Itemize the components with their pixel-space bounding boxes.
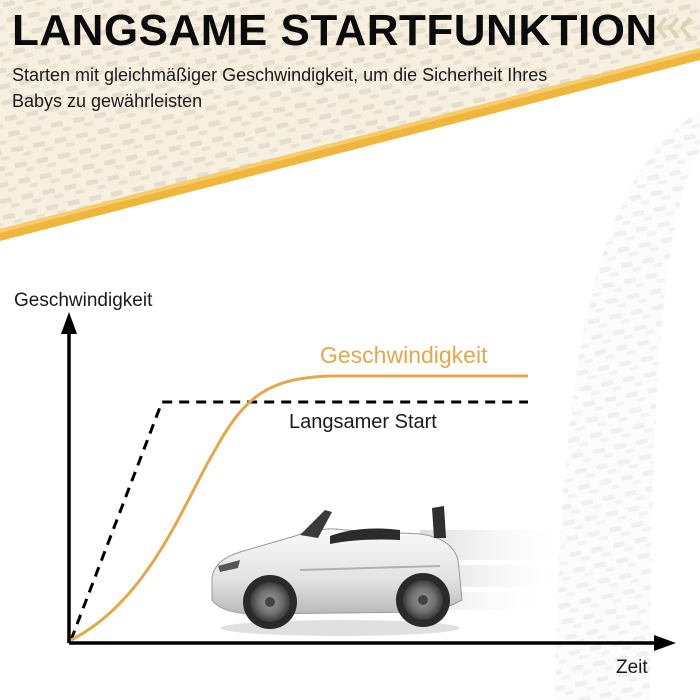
series-label-geschwindigkeit: Geschwindigkeit bbox=[320, 342, 488, 368]
x-axis-label: Zeit bbox=[616, 657, 648, 678]
page-subtitle: Starten mit gleichmäßiger Geschwindigkei… bbox=[12, 65, 548, 111]
chevron-decoration bbox=[655, 16, 692, 40]
tire-track-decoration bbox=[555, 110, 700, 700]
page-title: LANGSAME STARTFUNKTION bbox=[12, 6, 658, 55]
y-axis-arrow bbox=[61, 312, 77, 334]
series-line-geschwindigkeit bbox=[70, 374, 528, 642]
y-axis-label: Geschwindigkeit bbox=[14, 290, 153, 311]
car-icon bbox=[211, 506, 570, 636]
x-axis-arrow bbox=[654, 635, 676, 651]
series-line-langsamer-start bbox=[69, 400, 528, 641]
series-label-langsamer-start: Langsamer Start bbox=[289, 411, 437, 433]
